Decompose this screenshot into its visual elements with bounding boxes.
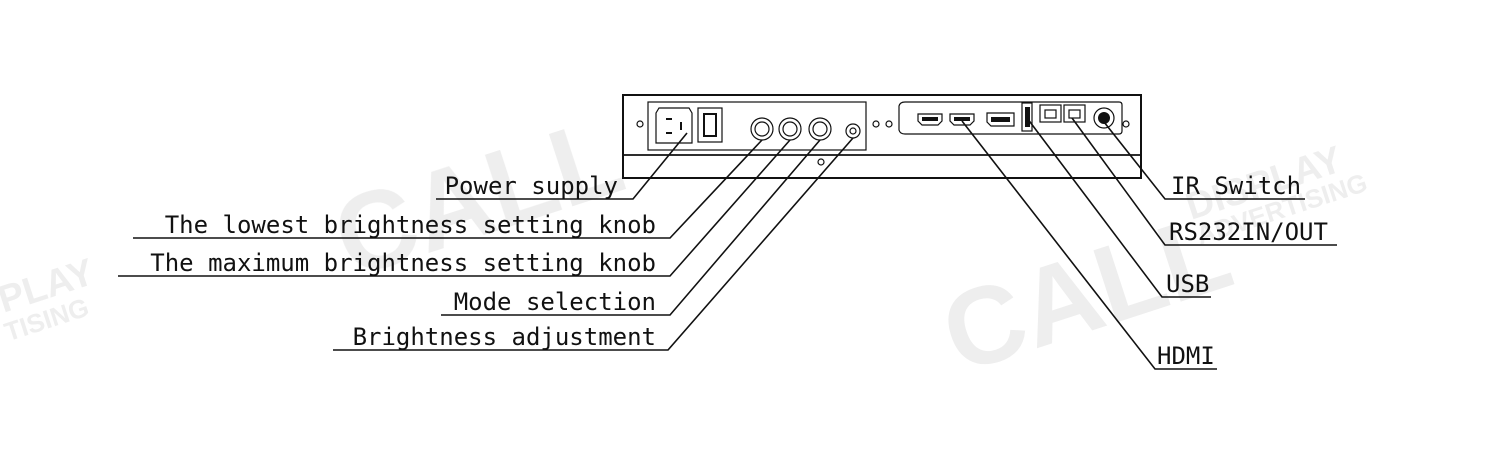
screw-icon [885, 120, 893, 128]
usb-port-icon [1021, 102, 1033, 132]
label-lowest-brightness-knob: The lowest brightness setting knob [165, 211, 656, 239]
label-mode-selection: Mode selection [454, 288, 656, 316]
label-hdmi: HDMI [1157, 342, 1215, 370]
leader-lines-right [961, 117, 1337, 370]
brightness-adjustment-button-icon [845, 123, 861, 139]
screw-icon [636, 120, 644, 128]
rs232-port-icon [1039, 104, 1086, 123]
ir-switch-jack-icon [1093, 107, 1115, 129]
label-power-supply: Power supply [445, 172, 618, 200]
displayport-port-icon [986, 112, 1015, 127]
label-usb: USB [1166, 270, 1209, 298]
label-brightness-adjustment: Brightness adjustment [353, 323, 656, 351]
screw-icon [1122, 120, 1130, 128]
screw-icon [872, 120, 880, 128]
label-ir-switch: IR Switch [1171, 172, 1301, 200]
left-subpanel [647, 101, 867, 151]
power-switch-icon [697, 107, 723, 143]
right-subpanel [898, 101, 1123, 135]
screw-icon [817, 158, 825, 166]
lowest-brightness-knob-icon [750, 117, 774, 141]
power-inlet-icon [655, 107, 693, 144]
label-maximum-brightness-knob: The maximum brightness setting knob [150, 249, 656, 277]
hdmi-port-icon [917, 113, 943, 126]
label-rs232: RS232IN/OUT [1169, 218, 1328, 246]
mode-selection-knob-icon [808, 117, 832, 141]
leader-lines-left [118, 132, 854, 351]
maximum-brightness-knob-icon [778, 117, 802, 141]
hdmi-port-icon [949, 113, 975, 126]
